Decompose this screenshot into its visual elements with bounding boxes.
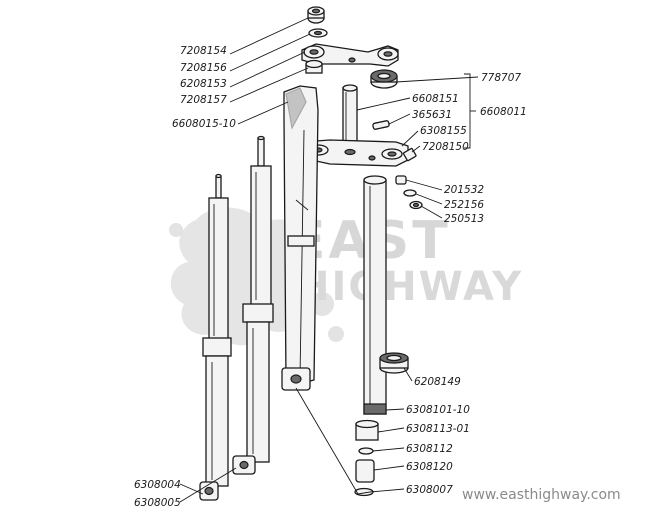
label-201532: 201532 xyxy=(444,184,484,196)
label-6308155: 6308155 xyxy=(420,125,467,137)
part-bearing-6208149 xyxy=(379,352,409,374)
label-252156: 252156 xyxy=(444,199,484,211)
label-6608011: 6608011 xyxy=(480,106,527,118)
part-nut-250513 xyxy=(409,200,423,210)
part-bushing-6308113-01 xyxy=(355,419,379,441)
part-bolt-201532 xyxy=(395,175,407,185)
label-7208154: 7208154 xyxy=(180,45,227,57)
part-spring-6308120 xyxy=(355,459,375,483)
part-nut-7208154 xyxy=(307,6,325,24)
label-365631: 365631 xyxy=(412,109,452,121)
part-labels: 7208154 7208156 6208153 7208157 6608015-… xyxy=(134,45,527,509)
watermark-dot xyxy=(169,223,183,237)
label-6308005: 6308005 xyxy=(134,497,181,509)
label-6208153: 6208153 xyxy=(180,78,227,90)
watermark-dot xyxy=(328,326,344,342)
watermark-splash xyxy=(170,207,315,346)
label-6308113-01: 6308113-01 xyxy=(406,423,470,435)
watermark-dot xyxy=(310,292,334,316)
label-6208149: 6208149 xyxy=(414,376,461,388)
part-stanchion-6308101-10 xyxy=(363,175,387,415)
part-ring-6308112 xyxy=(358,447,374,455)
part-nut-7208157 xyxy=(305,59,323,74)
part-bearing-778707 xyxy=(370,69,398,89)
part-bottom-yoke-6308155 xyxy=(301,139,409,167)
label-6608151: 6608151 xyxy=(412,93,459,105)
label-7208157: 7208157 xyxy=(180,94,227,106)
label-7208156: 7208156 xyxy=(180,62,227,74)
part-top-bridge-6208153 xyxy=(301,43,399,67)
part-steering-stem-6608151 xyxy=(342,84,358,147)
label-6308101-10: 6308101-10 xyxy=(406,404,470,416)
label-6308007: 6308007 xyxy=(406,484,453,496)
part-shock-absorber-6308004 xyxy=(199,173,232,501)
label-6308120: 6308120 xyxy=(406,461,453,473)
part-washer-7208156 xyxy=(308,28,328,38)
part-washer-252156 xyxy=(403,189,417,197)
part-pin-365631 xyxy=(372,120,390,130)
label-250513: 250513 xyxy=(444,213,484,225)
label-6608015-10: 6608015-10 xyxy=(172,118,236,130)
label-778707: 778707 xyxy=(481,72,521,84)
watermark-line2: HIGHWAY xyxy=(296,264,523,310)
label-6308004: 6308004 xyxy=(134,479,181,491)
part-shock-absorber-6308005 xyxy=(232,135,274,475)
part-fork-leg-6608015-10 xyxy=(281,85,319,391)
leader-lines xyxy=(179,17,479,503)
label-6308112: 6308112 xyxy=(406,443,453,455)
label-7208150: 7208150 xyxy=(422,141,469,153)
watermark-url: www.easthighway.com xyxy=(462,487,621,503)
